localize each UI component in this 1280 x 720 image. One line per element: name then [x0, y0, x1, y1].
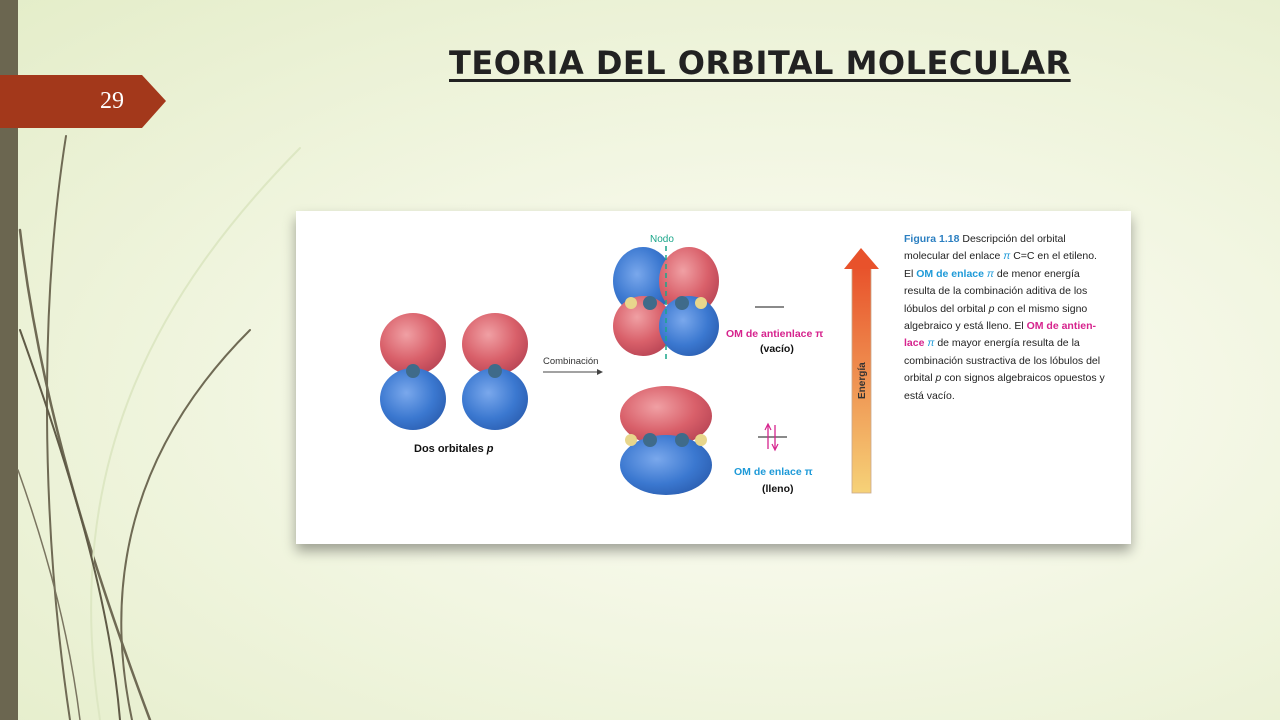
- bonding-state: (lleno): [762, 483, 794, 495]
- caption-text: de menor energía resulta de la combinaci…: [904, 267, 1088, 315]
- caption-p: p: [988, 302, 995, 315]
- figure-image: Dos orbitales p Combinación Nodo: [296, 211, 1131, 544]
- caption-pi: π: [1003, 250, 1011, 263]
- electron-pair: [758, 422, 787, 452]
- antibonding-state: (vacío): [760, 343, 794, 355]
- caption-text: con el mismo signo algebraico y está lle…: [904, 302, 1088, 333]
- node-label: Nodo: [650, 234, 674, 245]
- two-orbitals-label: Dos orbitales p: [414, 443, 494, 455]
- caption-text: de mayor energía resulta de la combinaci…: [904, 337, 1101, 385]
- left-accent-bar: [0, 0, 18, 720]
- caption-p: p: [935, 372, 942, 385]
- slide-number: 29: [100, 88, 124, 114]
- slide-number-tag: 29: [0, 75, 166, 128]
- caption-text: con signos algebraicos opuestos y está v…: [904, 372, 1105, 402]
- figure-caption: Figura 1.18 Descripción del orbital mole…: [904, 231, 1108, 405]
- caption-pi: π: [927, 337, 935, 350]
- p-orbital-left: [380, 313, 446, 430]
- p-orbital-right: [462, 313, 528, 430]
- caption-bonding-term: OM de enlace: [916, 267, 984, 280]
- caption-text: C=C en el etileno. El: [904, 250, 1097, 280]
- figure-number: Figura 1.18: [904, 233, 960, 245]
- antibonding-label: OM de antienlace π: [726, 328, 823, 340]
- bonding-orbital: [620, 386, 712, 495]
- energy-arrow: [844, 248, 879, 494]
- combination-label: Combinación: [543, 356, 598, 367]
- page-title: TEORIA DEL ORBITAL MOLECULAR: [449, 44, 1071, 82]
- bonding-label: OM de enlace π: [734, 466, 813, 478]
- decorative-grass-lines: [17, 135, 301, 720]
- caption-pi: π: [986, 267, 994, 280]
- orbital-diagram: Dos orbitales p Combinación Nodo: [380, 234, 879, 495]
- caption-antibonding-term: OM de antien-lace: [904, 320, 1096, 350]
- antibonding-orbital: [613, 246, 719, 361]
- energy-label: Energía: [857, 362, 868, 399]
- caption-text: Descripción del orbital molecular del en…: [904, 233, 1066, 263]
